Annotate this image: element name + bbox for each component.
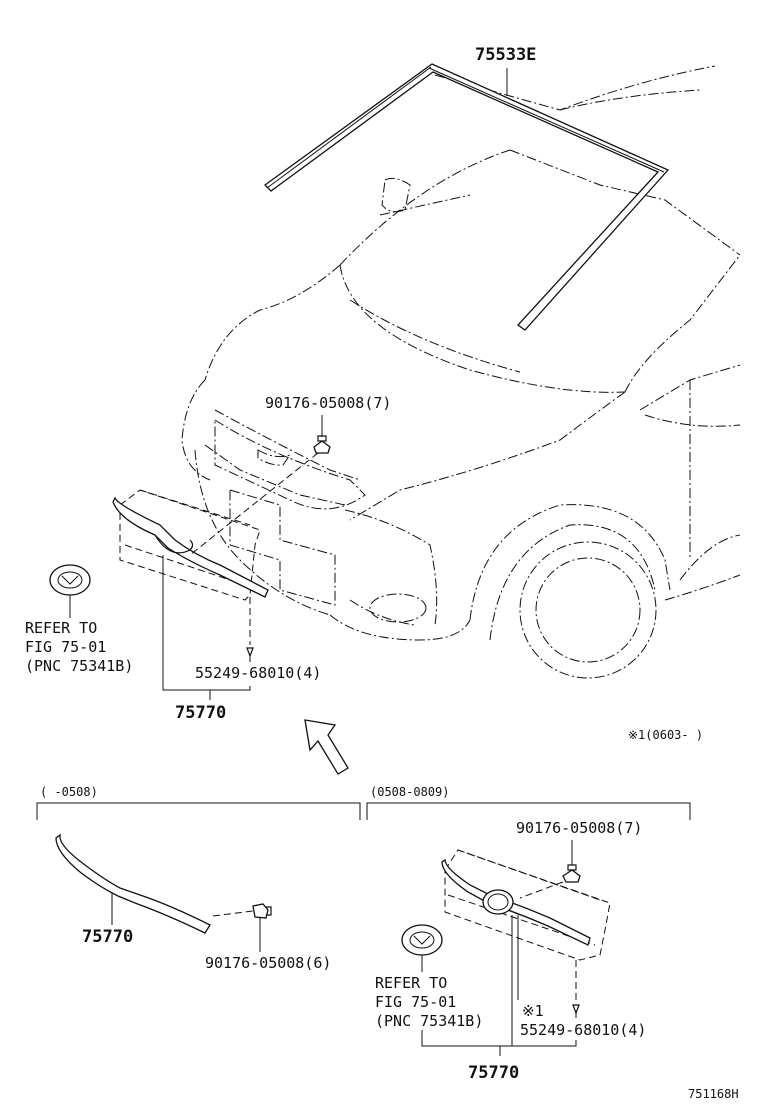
refer-note-right-line1: REFER TO [375,974,447,992]
grille-main [112,489,269,601]
figure-code: 751168H [688,1087,739,1101]
note-mark: ※1 [522,1002,544,1020]
refer-note-right-line3: (PNC 75341B) [375,1012,483,1030]
refer-note-line3: (PNC 75341B) [25,657,133,675]
part-label-clip-right: 90176-05008(7) [516,819,642,837]
refer-note-right-line2: FIG 75-01 [375,993,456,1011]
range-label-left: ( -0508) [40,785,98,799]
screw-right [572,960,580,1015]
range-label-right: (0508-0809) [370,785,449,799]
part-label-screw-main: 55249-68010(4) [195,664,321,682]
windshield-molding [264,63,670,331]
part-label-screw-right: 55249-68010(4) [520,1021,646,1039]
clip-top [313,435,331,454]
range-bracket-right [366,802,691,820]
bracket-line [162,555,251,691]
car-body-outline [181,65,741,679]
range-bracket-left [36,802,361,820]
part-label-75533E: 75533E [475,45,536,65]
grille-molding-left [55,833,211,934]
emblem-oval-icon [401,924,443,956]
screw-main [246,597,254,658]
part-label-grille-main: 75770 [175,703,226,723]
part-label-grille-right: 75770 [468,1063,519,1083]
emblem-oval-icon [49,564,91,596]
part-label-grille-left: 75770 [82,927,133,947]
part-label-clip-left: 90176-05008(6) [205,954,331,972]
clip-right [562,864,581,883]
clip-left [252,903,272,919]
grille-right [441,849,611,961]
refer-note-line1: REFER TO [25,619,97,637]
direction-arrow-icon [304,719,349,775]
range-note: ※1(0603- ) [628,728,703,742]
leader-line [212,910,254,917]
leader-line [519,881,564,899]
leader-line [189,452,319,556]
part-label-clip-top: 90176-05008(7) [265,394,391,412]
bracket-line [421,1030,577,1047]
refer-note-line2: FIG 75-01 [25,638,106,656]
